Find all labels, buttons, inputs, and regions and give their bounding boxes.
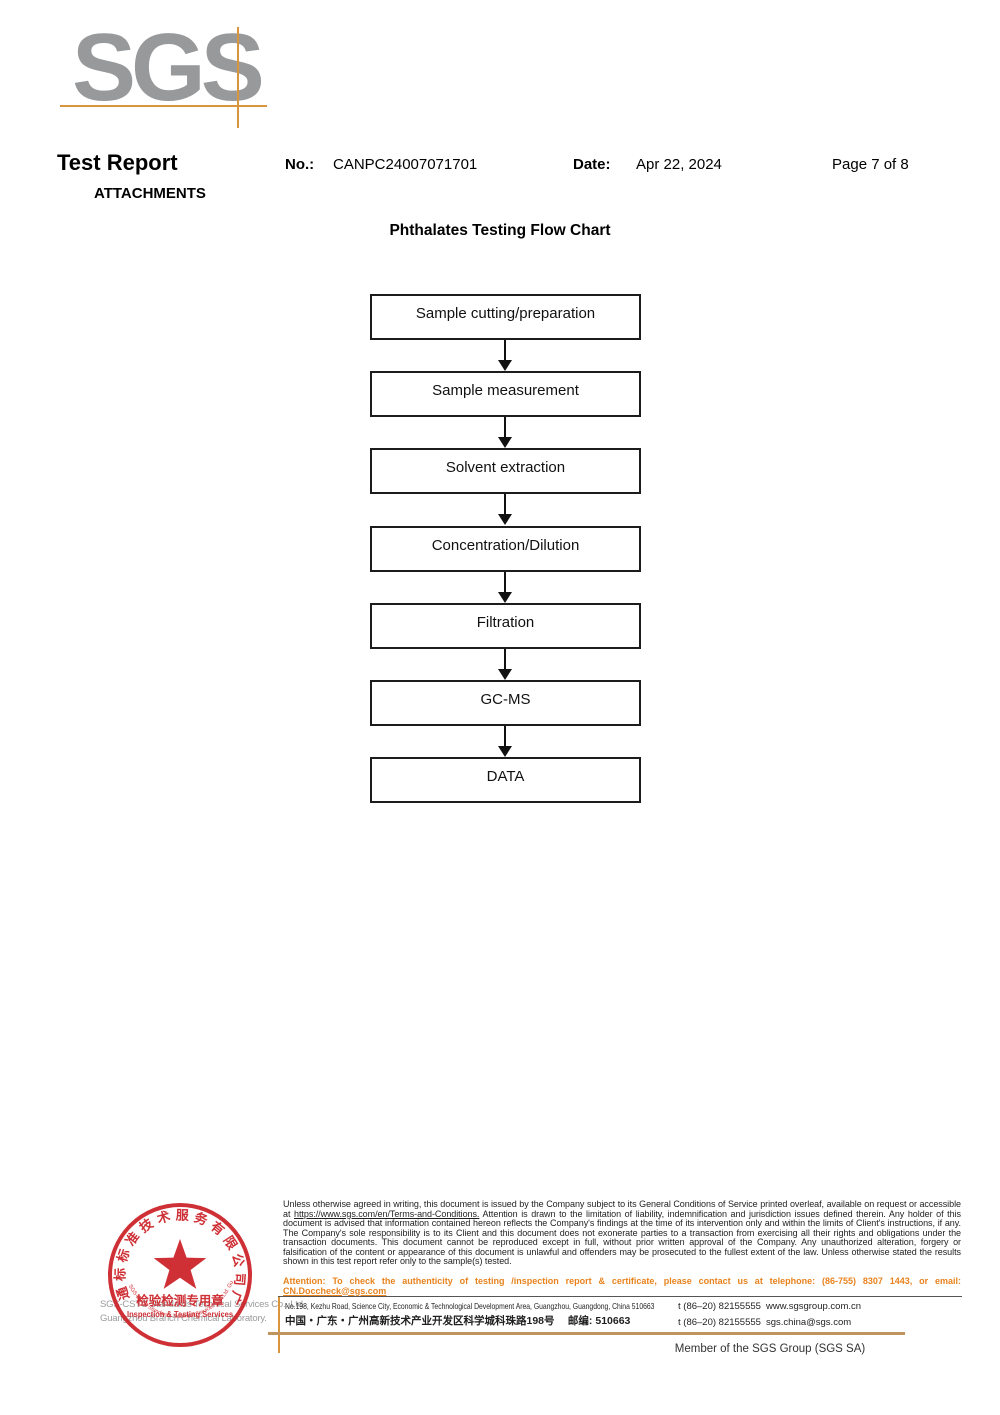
sgs-logo: SGS: [72, 14, 265, 121]
attention-text: Attention: To check the authenticity of …: [283, 1276, 961, 1286]
flowchart-title: Phthalates Testing Flow Chart: [389, 222, 611, 239]
flow-step-sample-cutting: Sample cutting/preparation: [370, 294, 641, 340]
sgs-membership-note: Member of the SGS Group (SGS SA): [674, 1343, 866, 1355]
attention-notice: Attention: To check the authenticity of …: [283, 1276, 961, 1296]
address-english: No.198, Kezhu Road, Science City, Econom…: [285, 1301, 655, 1311]
flow-step-gcms: GC-MS: [370, 680, 641, 726]
inspection-stamp: 通标标准技术服务有限公司广州分公司 SGS-CSTC Standards Tec…: [105, 1200, 252, 1347]
flow-arrow-icon: [497, 340, 513, 371]
flow-arrow-icon: [497, 649, 513, 680]
legal-terms-paragraph: Unless otherwise agreed in writing, this…: [283, 1199, 961, 1267]
lab-company-name: SGS-CSTC Standards Technical Services Co…: [100, 1299, 306, 1310]
flow-arrow-icon: [497, 417, 513, 448]
website-url[interactable]: www.sgsgroup.com.cn: [766, 1301, 862, 1312]
report-no-value: CANPC24007071701: [333, 156, 478, 173]
stamp-center-chinese: 检验检测专用章: [136, 1293, 224, 1308]
contact-email[interactable]: sgs.china@sgs.com: [766, 1317, 852, 1328]
date-value: Apr 22, 2024: [636, 156, 722, 173]
flow-step-sample-measurement: Sample measurement: [370, 371, 641, 417]
stamp-ring: [108, 1203, 252, 1347]
doccheck-email-link[interactable]: CN.Doccheck@sgs.com: [283, 1285, 387, 1296]
attachments-heading: ATTACHMENTS: [94, 185, 206, 202]
stamp-center-english: Inspection & Testing Services: [127, 1310, 234, 1319]
report-no-label: No.:: [285, 156, 315, 173]
flow-arrow-icon: [497, 572, 513, 603]
legal-text-1: Unless otherwise agreed in writing, this…: [283, 1199, 961, 1219]
flow-step-data: DATA: [370, 757, 641, 803]
flow-step-solvent-extraction: Solvent extraction: [370, 448, 641, 494]
star-icon: [153, 1239, 207, 1289]
page-number: Page 7 of 8: [832, 156, 909, 173]
legal-text-2: Attention is drawn to the limitation of …: [283, 1208, 961, 1266]
logo-vertical-rule: [237, 27, 239, 128]
footer-vertical-rule: [278, 1297, 280, 1353]
lab-company-branch: Guangzhou Branch Chemical Laboratory.: [100, 1313, 267, 1324]
flow-arrow-icon: [497, 726, 513, 757]
flow-step-filtration: Filtration: [370, 603, 641, 649]
logo-horizontal-rule: [60, 105, 267, 107]
footer-horizontal-rule: [268, 1332, 905, 1335]
terms-link[interactable]: https://www.sgs.com/en/Terms-and-Conditi…: [294, 1208, 480, 1219]
flow-arrow-icon: [497, 494, 513, 525]
page-title: Test Report: [57, 150, 178, 175]
date-label: Date:: [573, 156, 611, 173]
phone-number-2: t (86–20) 82155555: [678, 1317, 761, 1328]
address-divider: [278, 1296, 962, 1297]
phone-number-1: t (86–20) 82155555: [678, 1301, 761, 1312]
flow-step-concentration-dilution: Concentration/Dilution: [370, 526, 641, 572]
address-chinese: 中国・广东・广州高新技术产业开发区科学城科珠路198号 邮编: 510663: [285, 1315, 631, 1327]
